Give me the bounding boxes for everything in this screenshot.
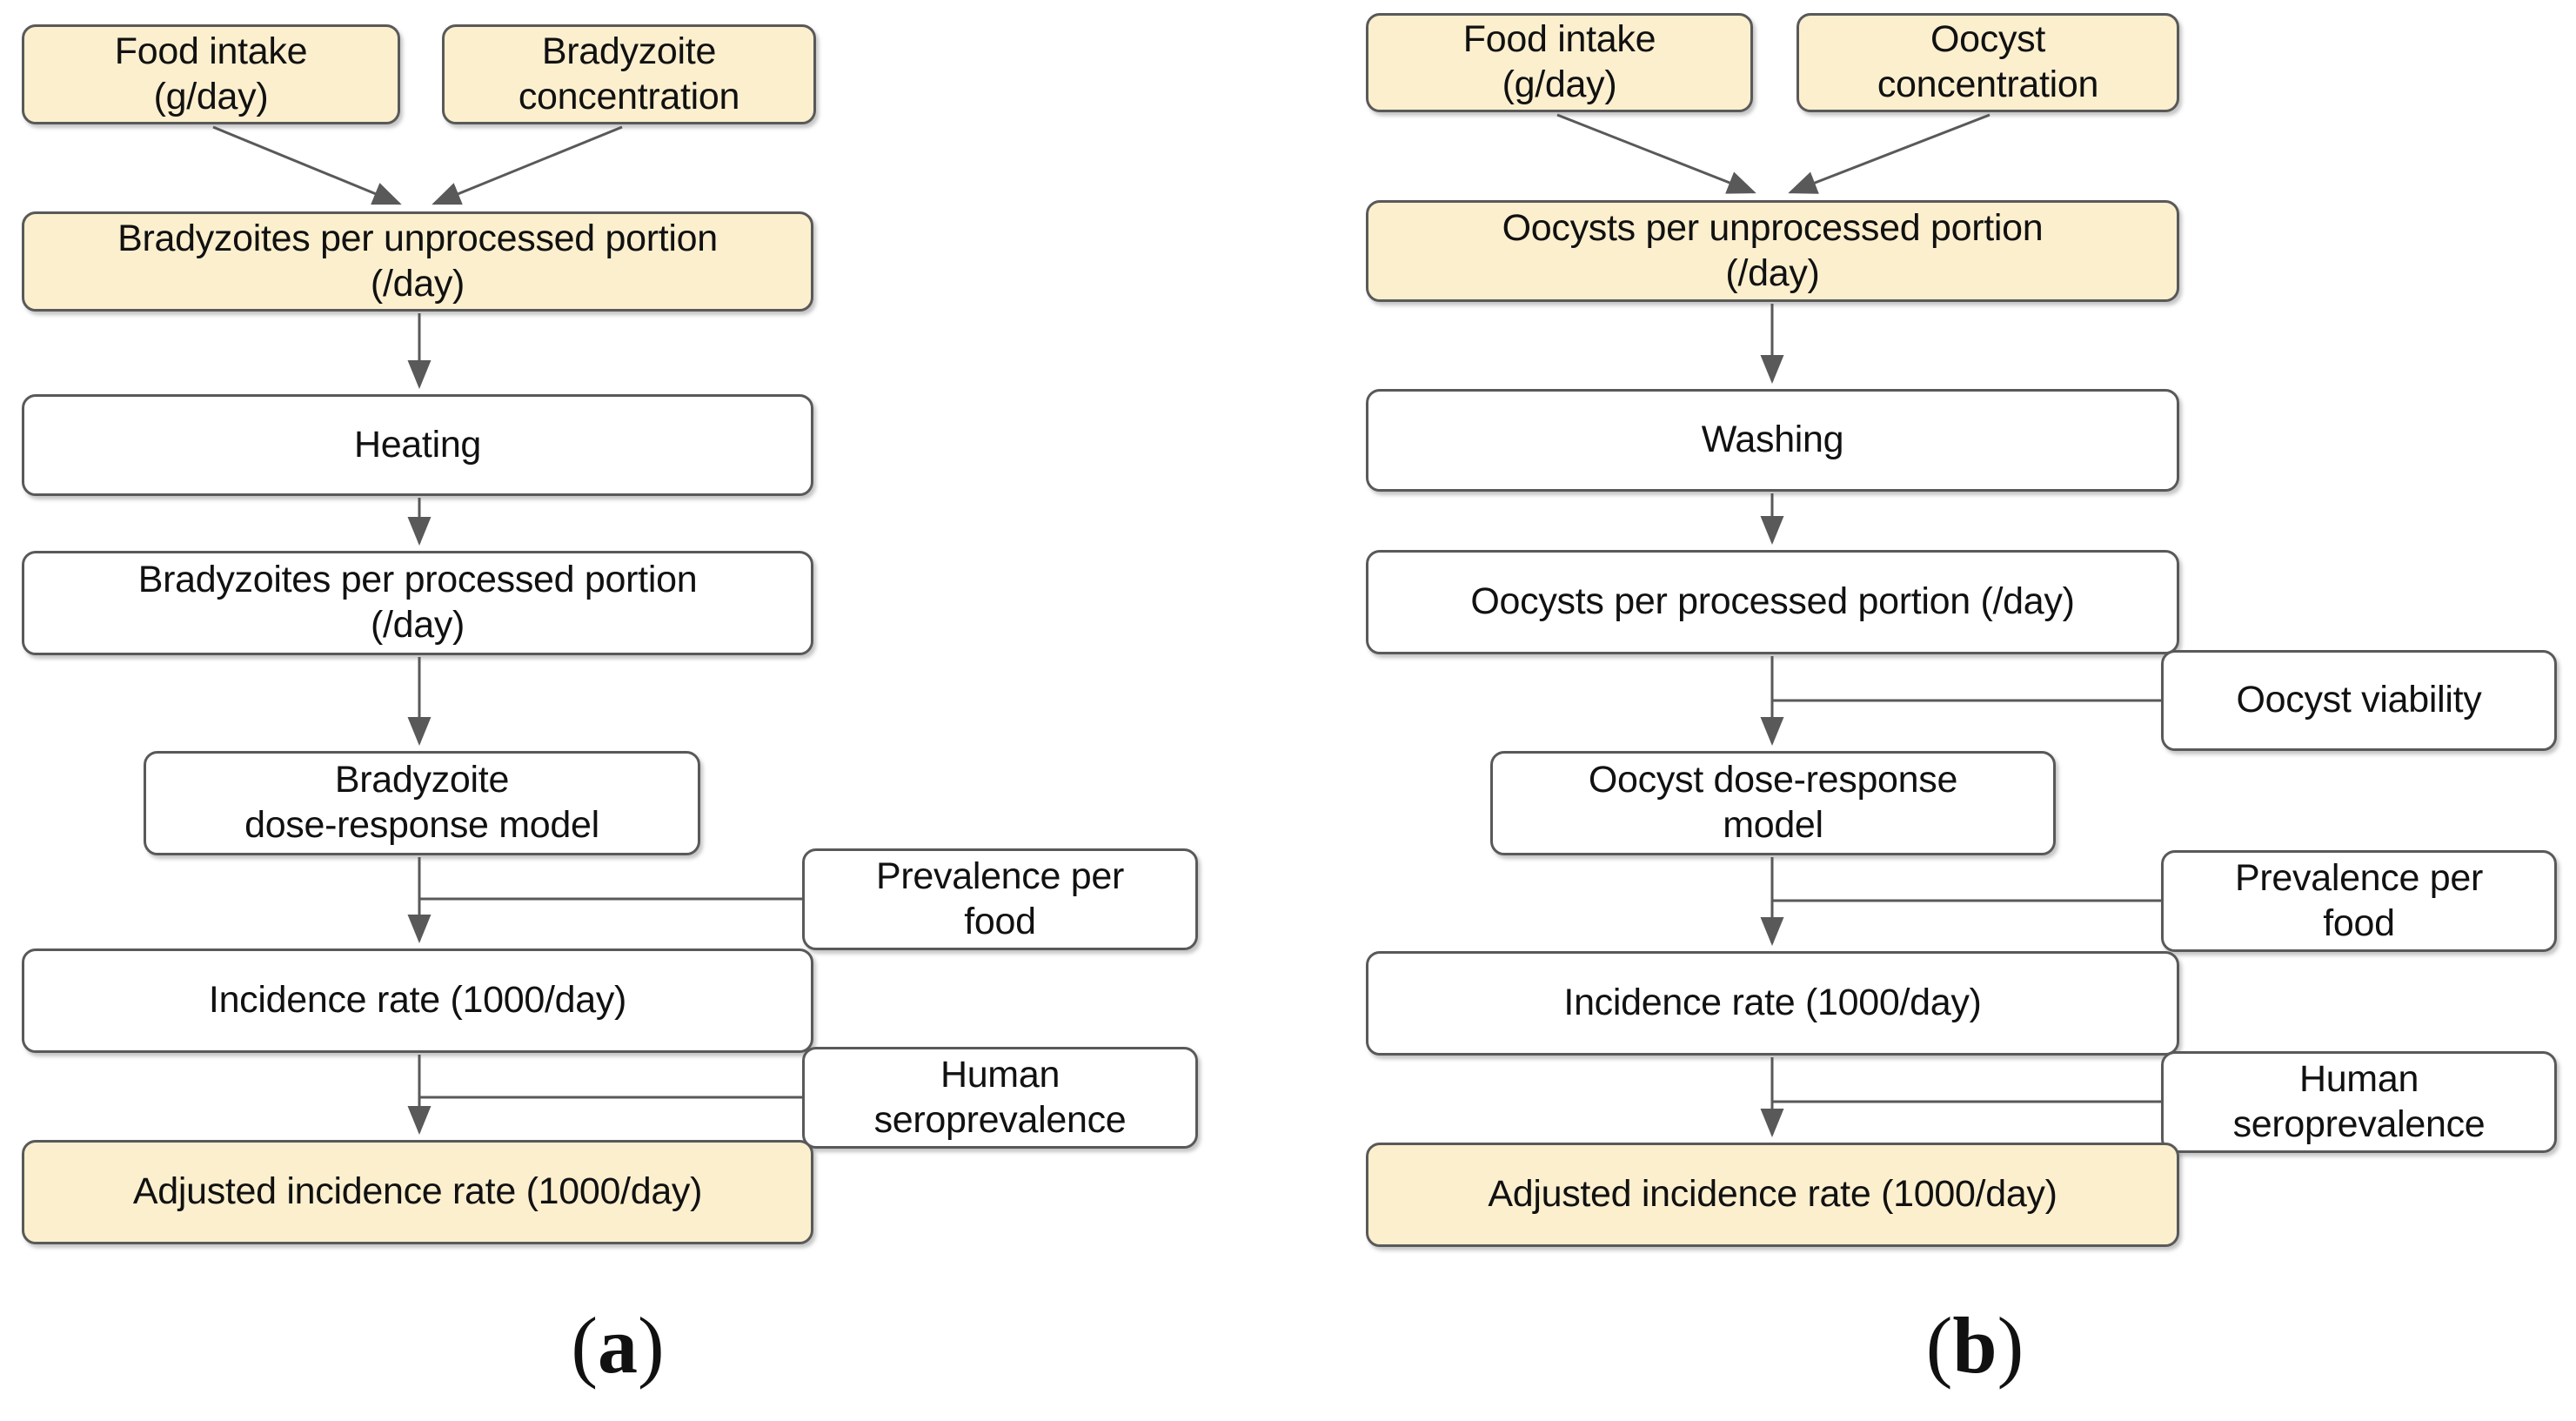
label-letter: b <box>1952 1301 1997 1390</box>
node-b-washing: Washing <box>1366 389 2179 492</box>
node-a-bradyzoites-processed: Bradyzoites per processed portion (/day) <box>22 551 813 655</box>
arrow-a-concentration-to-unprocessed <box>432 125 623 205</box>
node-b-incidence-rate: Incidence rate (1000/day) <box>1366 951 2179 1056</box>
node-a-food-intake: Food intake (g/day) <box>22 24 400 124</box>
node-b-prevalence-per-food: Prevalence per food <box>2161 850 2557 952</box>
node-a-prevalence-per-food: Prevalence per food <box>802 848 1198 950</box>
node-b-oocysts-processed: Oocysts per processed portion (/day) <box>1366 550 2179 654</box>
node-a-bradyzoite-concentration: Bradyzoite concentration <box>442 24 816 124</box>
node-b-oocyst-concentration: Oocyst concentration <box>1797 13 2179 112</box>
node-a-adjusted-incidence-rate: Adjusted incidence rate (1000/day) <box>22 1140 813 1244</box>
node-b-food-intake: Food intake (g/day) <box>1366 13 1753 112</box>
arrow-b-foodintake-to-unprocessed <box>1556 113 1756 194</box>
paren-close: ) <box>638 1301 665 1390</box>
arrow-a-foodintake-to-unprocessed <box>212 125 402 205</box>
node-b-oocysts-unprocessed: Oocysts per unprocessed portion (/day) <box>1366 200 2179 302</box>
node-b-dose-response-model: Oocyst dose-response model <box>1490 751 2056 855</box>
node-a-dose-response-model: Bradyzoite dose-response model <box>144 751 700 855</box>
node-a-heating: Heating <box>22 394 813 496</box>
node-b-oocyst-viability: Oocyst viability <box>2161 650 2557 751</box>
node-a-bradyzoites-unprocessed: Bradyzoites per unprocessed portion (/da… <box>22 211 813 312</box>
arrow-b-concentration-to-unprocessed <box>1788 113 1991 194</box>
node-a-human-seroprevalence: Human seroprevalence <box>802 1047 1198 1149</box>
subfigure-label-a: (a) <box>444 1305 792 1385</box>
paren-open: ( <box>1925 1301 1953 1390</box>
node-b-adjusted-incidence-rate: Adjusted incidence rate (1000/day) <box>1366 1143 2179 1247</box>
subfigure-label-b: (b) <box>1801 1305 2149 1385</box>
node-b-human-seroprevalence: Human seroprevalence <box>2161 1051 2557 1153</box>
node-a-incidence-rate: Incidence rate (1000/day) <box>22 948 813 1053</box>
paren-open: ( <box>571 1301 598 1390</box>
paren-close: ) <box>1997 1301 2024 1390</box>
label-letter: a <box>598 1301 638 1390</box>
